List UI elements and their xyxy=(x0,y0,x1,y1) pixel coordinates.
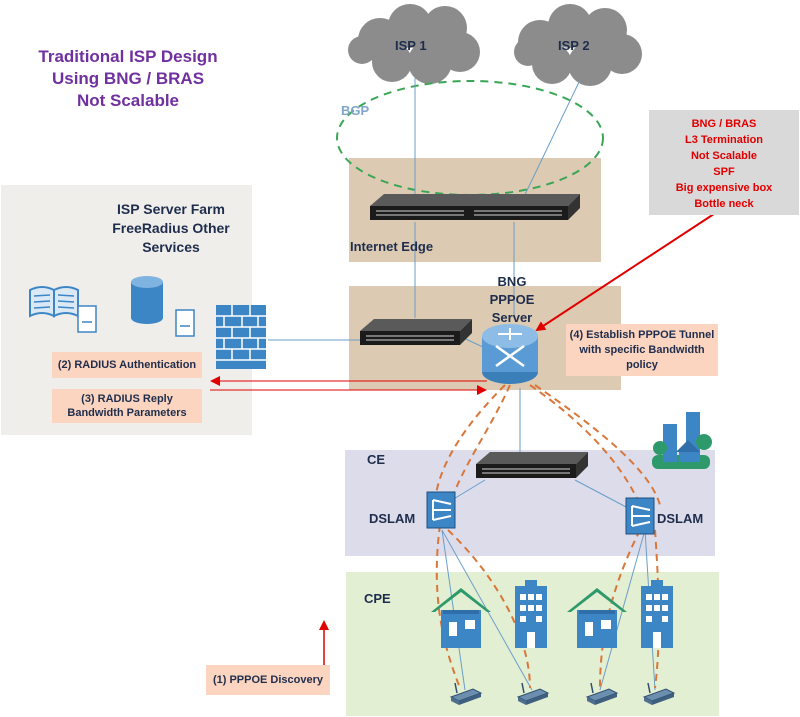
bng-bras-callout: BNG / BRAS L3 Termination Not Scalable S… xyxy=(649,110,799,215)
ce-label: CE xyxy=(367,452,386,467)
cpe-label: CPE xyxy=(364,591,391,606)
cloud-isp1-shape xyxy=(348,4,480,84)
bng-router-shape xyxy=(482,324,538,384)
title-line-2: Using BNG / BRAS xyxy=(51,69,205,88)
step-pppoe-tunnel-line-1: (4) Establish PPPOE Tunnel xyxy=(569,329,715,341)
step-pppoe-discovery: (1) PPPOE Discovery xyxy=(206,665,330,695)
step-radius-reply-line-1: (3) RADIUS Reply xyxy=(81,393,173,405)
page-title: Traditional ISP Design Using BNG / BRAS … xyxy=(14,46,242,112)
cloud-isp1-label: ISP 1 xyxy=(395,38,427,53)
callout-line-4: SPF xyxy=(713,166,735,178)
title-line-3: Not Scalable xyxy=(76,91,180,110)
title-line-1: Traditional ISP Design xyxy=(38,47,218,66)
step-pppoe-tunnel-line-2: with specific Bandwidth xyxy=(579,344,705,356)
dslam-right-label: DSLAM xyxy=(657,511,704,526)
server-farm-line-1: ISP Server Farm xyxy=(117,201,225,217)
step-radius-reply-line-2: Bandwidth Parameters xyxy=(67,407,187,419)
book-server-shape xyxy=(29,286,97,333)
callout-line-3: Not Scalable xyxy=(690,150,758,162)
step-establish-pppoe-tunnel: (4) Establish PPPOE Tunnel with specific… xyxy=(566,324,718,376)
step-radius-authentication-text: (2) RADIUS Authentication xyxy=(57,359,197,371)
bgp-label: BGP xyxy=(341,103,370,118)
step-pppoe-discovery-text: (1) PPPOE Discovery xyxy=(212,674,324,686)
database-shape xyxy=(131,276,195,337)
server-farm-line-3: Services xyxy=(142,239,200,255)
server-farm-label: ISP Server Farm FreeRadius Other Service… xyxy=(96,200,246,257)
bng-label-line-1: BNG xyxy=(497,274,527,289)
firewall-shape xyxy=(216,305,266,369)
internet-edge-label: Internet Edge xyxy=(350,239,434,254)
bng-label: BNG PPPOE Server xyxy=(482,273,542,327)
cloud-isp2-label: ISP 2 xyxy=(558,38,590,53)
step-radius-authentication: (2) RADIUS Authentication xyxy=(52,352,202,378)
cloud-isp2-shape xyxy=(514,4,642,86)
callout-line-5: Big expensive box xyxy=(675,182,773,194)
bng-label-line-3: Server xyxy=(491,310,533,325)
step-radius-reply: (3) RADIUS Reply Bandwidth Parameters xyxy=(52,389,202,423)
server-farm-line-2: FreeRadius Other xyxy=(112,220,230,236)
bng-label-line-2: PPPOE xyxy=(489,292,535,307)
callout-line-1: BNG / BRAS xyxy=(691,118,757,130)
city-shape xyxy=(652,412,712,469)
step-pppoe-tunnel-line-3: policy xyxy=(626,359,658,371)
callout-line-6: Bottle neck xyxy=(694,198,754,210)
callout-line-2: L3 Termination xyxy=(684,134,764,146)
dslam-left-label: DSLAM xyxy=(369,511,416,526)
